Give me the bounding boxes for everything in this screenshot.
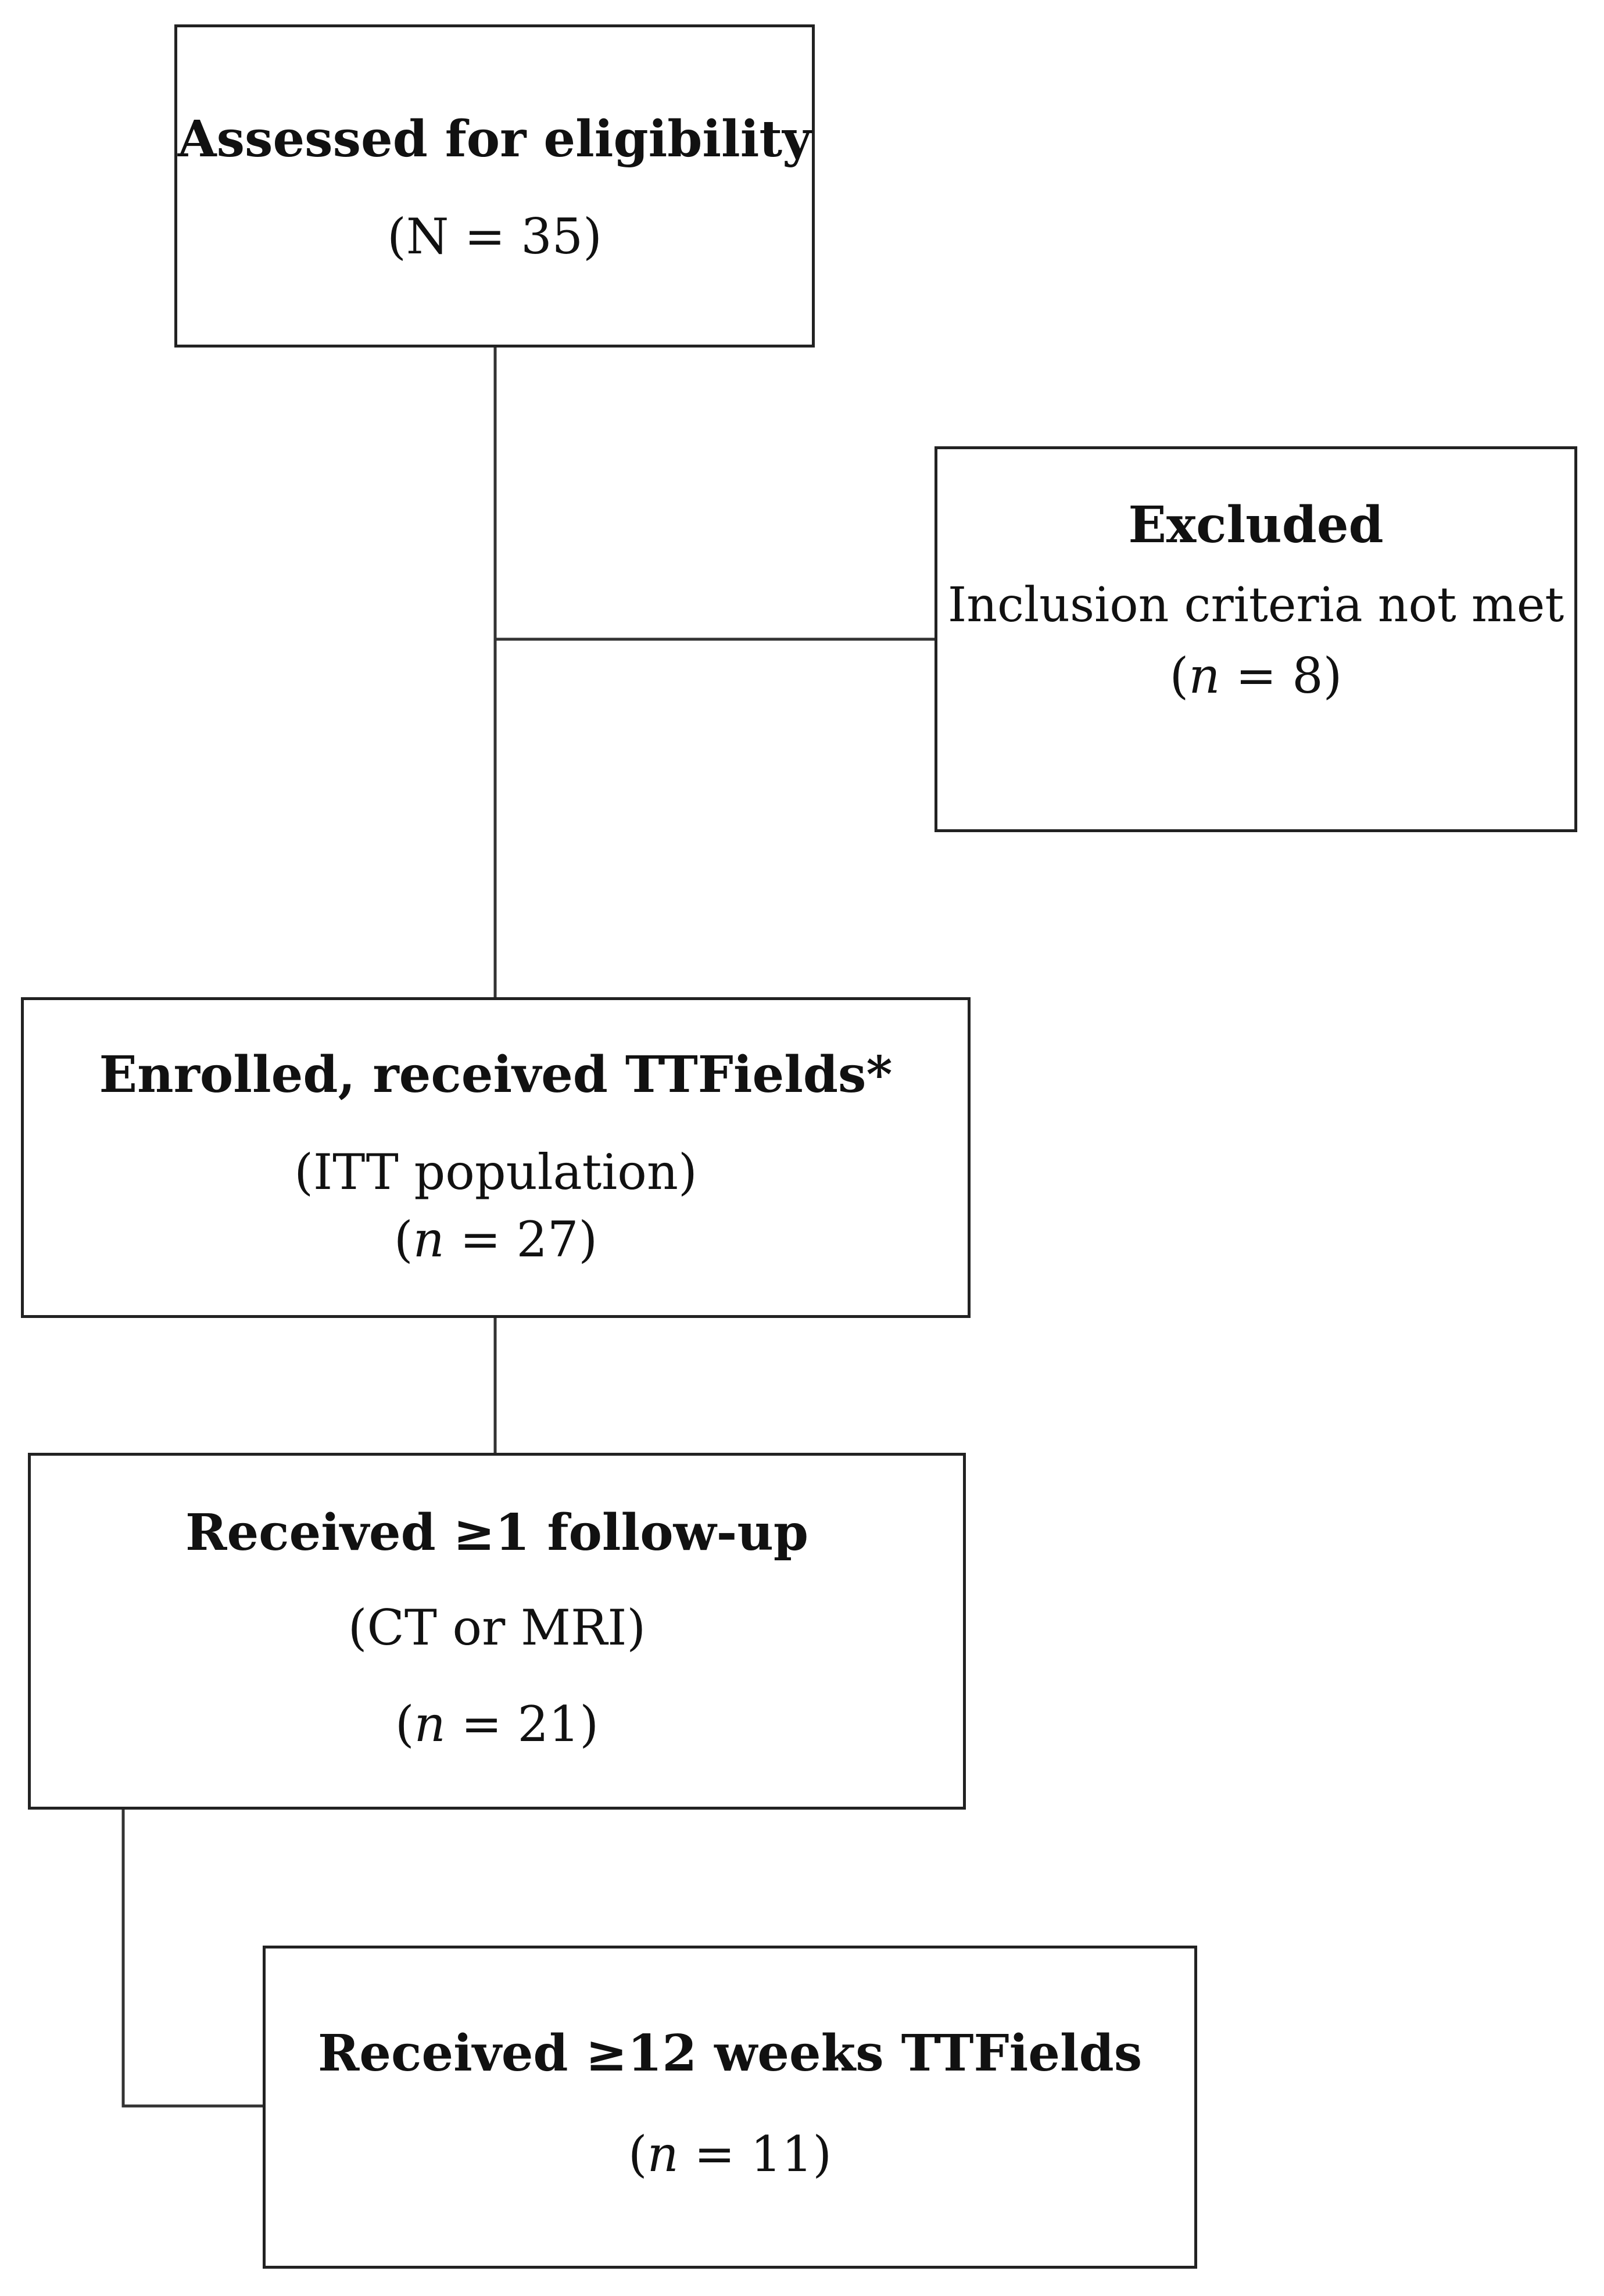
enrolled-subtitle: (ITT population) xyxy=(294,1144,697,1201)
followup-box: Received ≥1 follow-up (CT or MRI) (n = 2… xyxy=(28,1453,966,1810)
assessed-title: Assessed for eligibility xyxy=(177,110,812,169)
enrolled-count: (n = 27) xyxy=(24,1215,968,1264)
excluded-box: Excluded Inclusion criteria not met (n =… xyxy=(935,446,1577,832)
twelve-weeks-count-var: n xyxy=(647,2126,679,2183)
followup-count-rest: = 21) xyxy=(445,1696,599,1753)
followup-count-var: n xyxy=(414,1696,446,1753)
followup-subtitle: (CT or MRI) xyxy=(348,1599,646,1656)
twelve-weeks-count-rest: = 11) xyxy=(678,2126,832,2183)
enrolled-box: Enrolled, received TTFields* (ITT popula… xyxy=(21,997,971,1318)
excluded-count-var: n xyxy=(1188,647,1220,704)
enrolled-count-var: n xyxy=(413,1211,445,1268)
twelve-weeks-count: (n = 11) xyxy=(266,2130,1194,2179)
excluded-title: Excluded xyxy=(1128,496,1384,554)
twelve-weeks-count-open: ( xyxy=(628,2126,647,2183)
connector-followup-to-12weeks xyxy=(121,1810,263,2108)
twelve-weeks-box: Received ≥12 weeks TTFields (n = 11) xyxy=(263,1946,1197,2269)
enrolled-title: Enrolled, received TTFields* xyxy=(99,1045,893,1104)
enrolled-count-open: ( xyxy=(393,1211,413,1268)
excluded-count-open: ( xyxy=(1169,647,1189,704)
followup-count-open: ( xyxy=(395,1696,414,1753)
assessed-count: (N = 35) xyxy=(387,208,602,265)
followup-title: Received ≥1 follow-up xyxy=(185,1503,808,1562)
enrolled-count-rest: = 27) xyxy=(444,1211,598,1268)
excluded-reason: Inclusion criteria not met xyxy=(947,578,1564,633)
excluded-count: (n = 8) xyxy=(937,651,1574,700)
assessed-box: Assessed for eligibility (N = 35) xyxy=(174,24,815,348)
followup-count: (n = 21) xyxy=(31,1700,963,1749)
twelve-weeks-title: Received ≥12 weeks TTFields xyxy=(317,2024,1143,2083)
excluded-count-rest: = 8) xyxy=(1220,647,1342,704)
